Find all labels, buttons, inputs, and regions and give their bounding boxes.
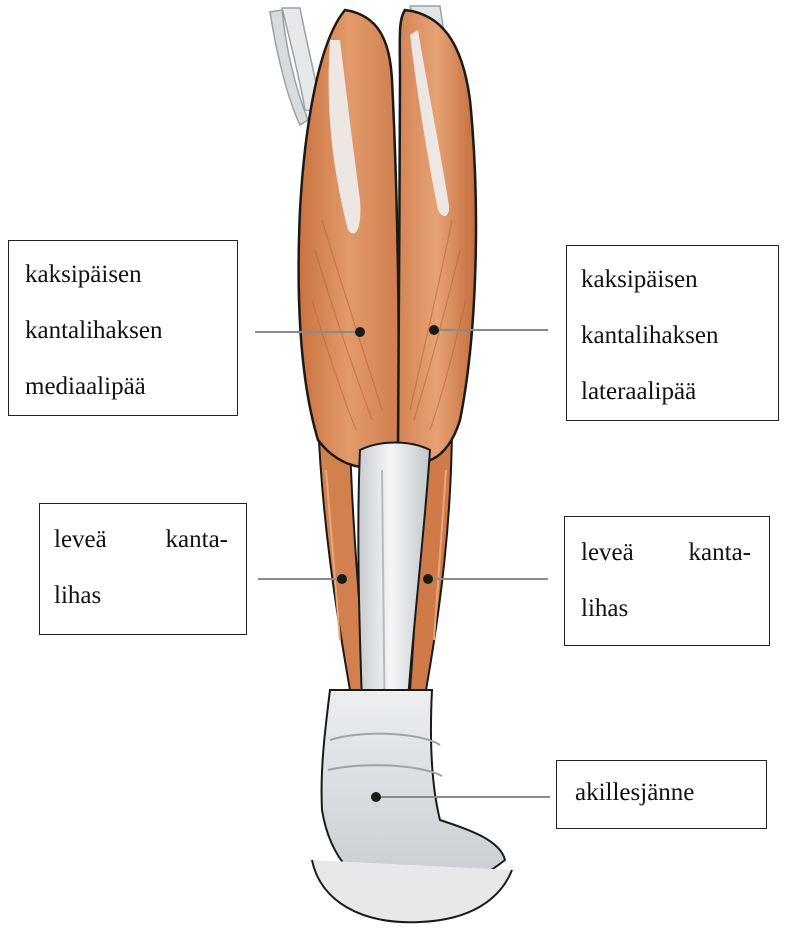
label-line: kaksipäisen: [581, 252, 768, 308]
label-gastrocnemius-medial-head: kaksipäisen kantalihaksen mediaalipää: [8, 240, 238, 416]
gastrocnemius-muscle: [299, 10, 476, 467]
heel-ankle: [312, 690, 512, 922]
label-line: kantalihaksen: [581, 308, 768, 364]
label-soleus-left: leveä kanta- lihas: [39, 503, 247, 635]
label-line: mediaalipää: [25, 359, 225, 415]
label-soleus-right: leveä kanta- lihas: [564, 516, 770, 646]
label-gastrocnemius-lateral-head: kaksipäisen kantalihaksen lateraalipää: [566, 245, 779, 421]
label-line: leveä kanta-: [54, 512, 228, 568]
label-line: kaksipäisen: [25, 247, 225, 303]
label-line: kantalihaksen: [25, 303, 225, 359]
label-line: akillesjänne: [575, 765, 756, 821]
label-line: lateraalipää: [581, 364, 768, 420]
label-line: lihas: [581, 581, 751, 637]
label-line: leveä kanta-: [581, 525, 751, 581]
label-achilles-tendon: akillesjänne: [556, 760, 767, 829]
label-line: lihas: [54, 568, 228, 624]
